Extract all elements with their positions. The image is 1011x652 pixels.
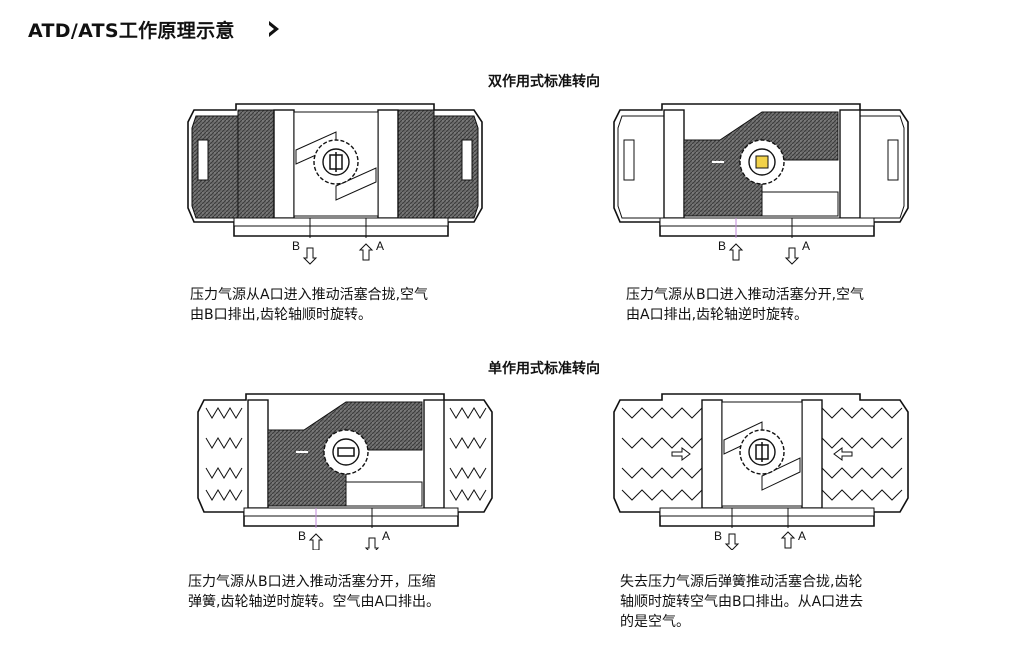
- intake-arrow-icon: [308, 533, 324, 550]
- caption-double-closed: 压力气源从A口进入推动活塞合拢,空气 由B口排出,齿轮轴顺时旋转。: [190, 285, 480, 325]
- port-a-label: A: [376, 239, 384, 253]
- actuator-diagram-single-spring-return: B A: [613, 393, 909, 550]
- spring-force-arrow-icon: [833, 447, 853, 461]
- port-b-label: B: [298, 529, 306, 543]
- intake-arrow-icon: [728, 243, 744, 261]
- caption-single-spring-return: 失去压力气源后弹簧推动活塞合拢,齿轮 轴顺时旋转空气由B口排出。从A口进去 的是…: [620, 572, 910, 632]
- caption-line: 压力气源从A口进入推动活塞合拢,空气: [190, 287, 429, 303]
- caption-line: 轴顺时旋转空气由B口排出。从A口进去: [620, 594, 864, 610]
- caption-line: 的是空气。: [620, 614, 690, 630]
- chevron-right-icon: [269, 21, 279, 37]
- caption-line: 弹簧,齿轮轴逆时旋转。空气由A口排出。: [188, 594, 441, 610]
- port-a-label: A: [798, 529, 806, 543]
- actuator-diagram-double-open: B A: [613, 103, 909, 265]
- exhaust-arrow-icon: [364, 537, 380, 550]
- caption-line: 压力气源从B口进入推动活塞分开,空气: [626, 287, 865, 303]
- caption-double-open: 压力气源从B口进入推动活塞分开,空气 由A口排出,齿轮轴逆时旋转。: [626, 285, 916, 325]
- spring-force-arrow-icon: [671, 447, 691, 461]
- exhaust-arrow-icon: [724, 533, 740, 550]
- caption-line: 由B口排出,齿轮轴顺时旋转。: [190, 307, 373, 323]
- port-b-label: B: [714, 529, 722, 543]
- port-b-label: B: [718, 239, 726, 253]
- caption-single-compressed: 压力气源从B口进入推动活塞分开，压缩 弹簧,齿轮轴逆时旋转。空气由A口排出。: [188, 572, 478, 612]
- caption-line: 失去压力气源后弹簧推动活塞合拢,齿轮: [620, 574, 863, 590]
- intake-arrow-icon: [358, 243, 374, 261]
- exhaust-arrow-icon: [302, 247, 318, 265]
- intake-arrow-icon: [780, 531, 796, 549]
- section-heading-double-acting: 双作用式标准转向: [488, 74, 600, 90]
- actuator-diagram-single-compressed: B A: [197, 393, 493, 550]
- caption-line: 由A口排出,齿轮轴逆时旋转。: [626, 307, 809, 323]
- actuator-diagram-double-closed: B A: [187, 103, 483, 265]
- section-heading-single-acting: 单作用式标准转向: [488, 361, 600, 377]
- caption-line: 压力气源从B口进入推动活塞分开，压缩: [188, 574, 436, 590]
- port-a-label: A: [382, 529, 390, 543]
- port-a-label: A: [802, 239, 810, 253]
- exhaust-arrow-icon: [784, 247, 800, 265]
- page-title: ATD/ATS工作原理示意: [28, 20, 235, 42]
- port-b-label: B: [292, 239, 300, 253]
